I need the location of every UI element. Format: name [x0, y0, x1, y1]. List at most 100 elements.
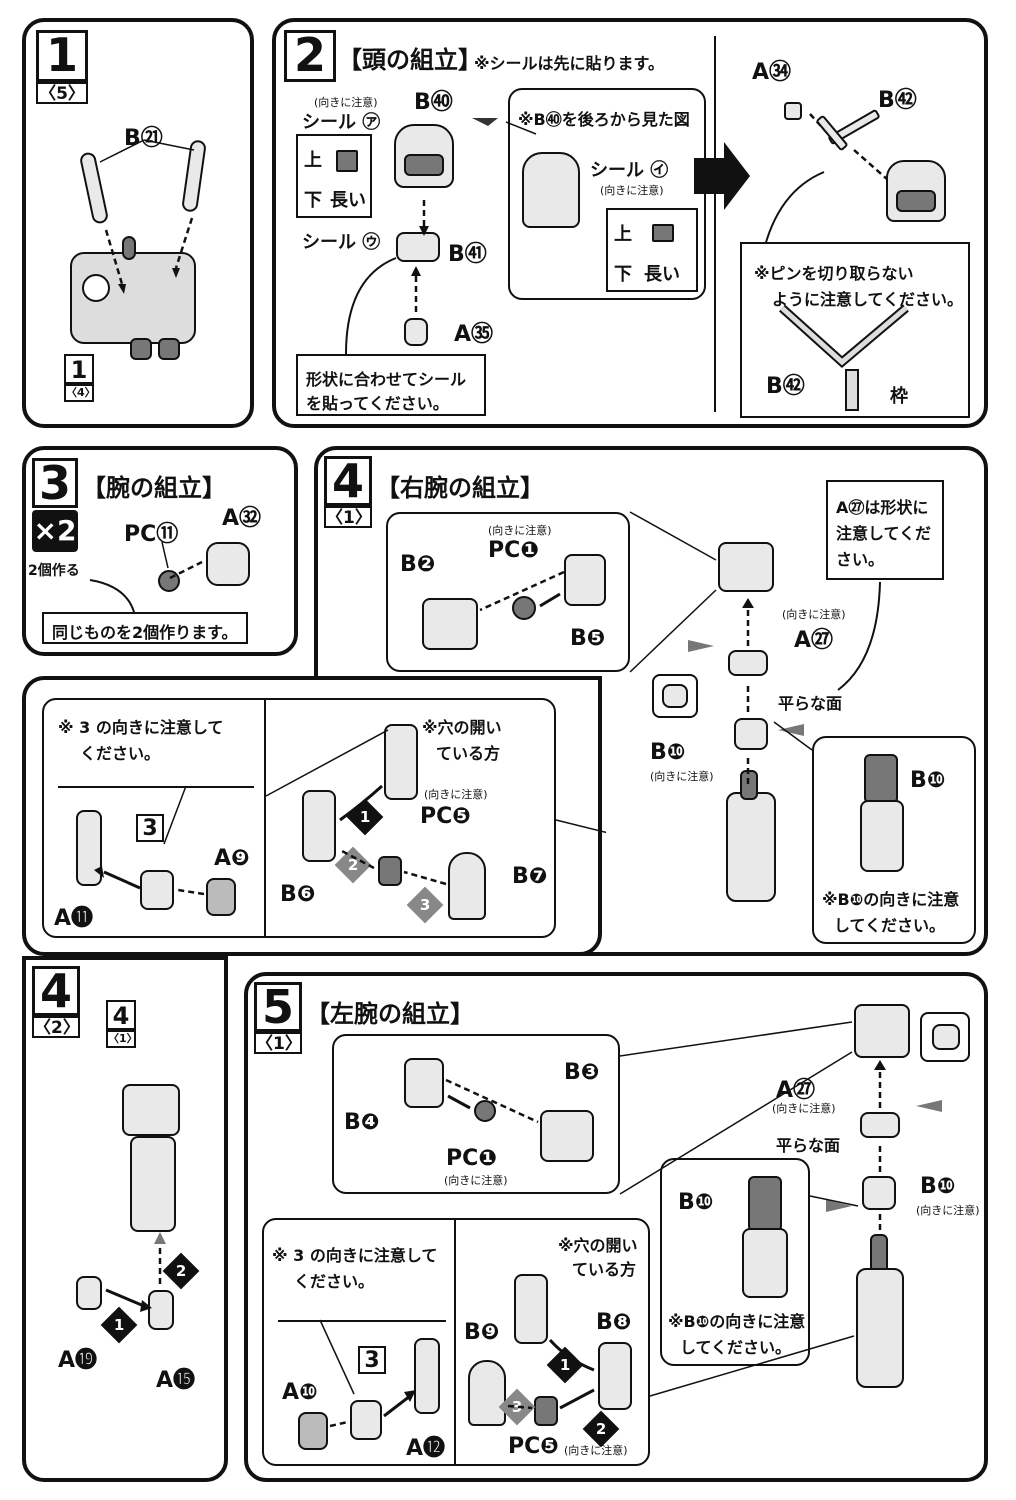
hole-note-line2: ている方	[436, 744, 501, 763]
step-number: 4	[324, 456, 372, 506]
inset-hline	[278, 1320, 446, 1322]
a27-note-line2: 注意してくだ	[836, 524, 932, 543]
seal-i-direction: (向きに注意)	[600, 184, 664, 197]
right-arm-shoulder	[122, 1084, 180, 1136]
pin-note-line2: ように注意してください。	[772, 290, 964, 309]
torso-detail	[122, 236, 136, 260]
part-label-b41: B㊶	[448, 242, 487, 267]
elbow-3	[350, 1400, 382, 1440]
torso-port	[82, 274, 110, 302]
ref-step-3: 3	[136, 814, 164, 842]
arm-assembly	[856, 1268, 904, 1388]
hand-a19	[76, 1276, 102, 1310]
part-label-b6: B❻	[280, 882, 316, 907]
shoulder-frame-b5	[564, 554, 606, 606]
antenna-sprue-diagram	[778, 304, 909, 411]
dir3-note-line2: ください。	[294, 1272, 375, 1291]
step-number: 1	[36, 30, 88, 82]
quantity-badge: ×2	[32, 510, 78, 552]
part-label-a19: A⓳	[58, 1348, 98, 1373]
arm-assembly	[726, 792, 776, 902]
part-label-a32: A㉜	[222, 506, 262, 531]
shoulder-arrows	[445, 1078, 539, 1124]
shoulder-block	[854, 1004, 910, 1058]
hole-note-line1: ※穴の開い	[422, 718, 502, 737]
shoulder-arrows	[479, 570, 565, 612]
upper-arm-b10	[862, 1176, 896, 1210]
forearm-b8	[598, 1342, 632, 1410]
orientation-bottom: 下	[304, 190, 322, 211]
step4-2-arrows	[105, 1232, 166, 1312]
step4-1-arrows	[629, 511, 881, 784]
shape-note-line2: を貼ってください。	[306, 394, 449, 413]
step4-2-panel: 4 〈2〉 4 〈1〉 1 2 A⓳ A⓯	[22, 956, 228, 1482]
head-face	[404, 154, 444, 176]
step-title: 【頭の組立】	[338, 46, 482, 74]
a27-direction: (向きに注意)	[772, 1102, 836, 1115]
step-number: 2	[284, 30, 336, 82]
shoulder-inset: B❸ B❹ PC❶ (向きに注意)	[332, 1034, 620, 1194]
polycap-pc5	[534, 1396, 558, 1426]
step-number: 5	[254, 982, 302, 1032]
b10-inset: B❿ ※B❿の向きに注意 してください。	[660, 1158, 810, 1366]
part-label-a12: A⓬	[406, 1436, 446, 1461]
part-label-b42: B㊷	[766, 374, 805, 399]
step-substep: 〈1〉	[254, 1032, 302, 1054]
part-label-pc1: PC❶	[488, 538, 539, 563]
arm-joint-a32	[206, 542, 250, 586]
head-face	[896, 190, 936, 212]
elbow-a12	[414, 1338, 440, 1414]
part-label-pc1: PC❶	[446, 1146, 497, 1171]
a27-shape-inset	[652, 674, 698, 718]
a27-note-box: A㉗は形状に 注意してくだ さい。	[826, 480, 944, 580]
part-label-b40: B㊵	[414, 90, 453, 115]
shoulder-block-b3	[540, 1110, 594, 1162]
a27-direction: (向きに注意)	[782, 608, 846, 621]
b10-forearm	[742, 1228, 788, 1298]
elbow-cover-a10	[298, 1412, 328, 1450]
dir3-note-line1: ※ 3 の向きに注意して	[272, 1246, 438, 1265]
part-label-a27: A㉗	[776, 1078, 816, 1103]
part-label-b10: B❿	[678, 1190, 714, 1215]
head-back-view	[522, 152, 580, 228]
forearm-b6	[302, 790, 336, 862]
seal-i-orientation-box: 上 下 長い	[606, 208, 698, 292]
seal-a-direction: (向きに注意)	[314, 96, 378, 109]
shoulder-block	[718, 542, 774, 592]
elbow-3	[140, 870, 174, 910]
part-label-a35: A㉟	[454, 322, 494, 347]
forearm-cover-b7	[448, 852, 486, 920]
inset-hline	[58, 786, 254, 788]
joint-part-a35	[404, 318, 428, 346]
part-label-b9: B❾	[464, 1320, 500, 1345]
seal-a-label: シール ㋐	[302, 112, 381, 133]
flat-surface-label: 平らな面	[778, 694, 843, 713]
step-substep: 〈1〉	[324, 506, 372, 528]
forearm-inset: ※ 3 の向きに注意して ください。 ※穴の開い ている方 3 A❾ A⓫ (向…	[42, 698, 556, 938]
step3-arrows	[89, 541, 203, 613]
a27-shape	[932, 1024, 960, 1050]
forearm-arrows	[319, 1319, 595, 1428]
dir3-note-line1: ※ 3 の向きに注意して	[58, 718, 224, 737]
b10-direction: (向きに注意)	[916, 1204, 980, 1217]
part-label-b10: B❿	[650, 740, 686, 765]
step-divider	[714, 36, 716, 412]
elbow-cover-a9	[206, 878, 236, 916]
ref-step-substep: 〈4〉	[64, 384, 96, 402]
step1-arrows	[99, 139, 195, 294]
back-view-inset: ※B㊵を後ろから見た図 シール ㋑ (向きに注意) 上 下 長い	[508, 88, 706, 300]
inset-divider	[264, 700, 266, 936]
part-label-b7: B❼	[512, 864, 548, 889]
seal-i-label: シール ㋑	[590, 160, 669, 181]
orientation-bottom: 下	[614, 264, 632, 285]
part-label-a34: A㉞	[752, 60, 792, 85]
a27-shape-inset	[920, 1012, 970, 1062]
b10-note-line1: ※B❿の向きに注意	[822, 890, 960, 909]
forearm-arrows	[94, 729, 447, 896]
torso-leg	[130, 338, 152, 360]
b10-direction: (向きに注意)	[650, 770, 714, 783]
part-label-b2: B❷	[400, 552, 436, 577]
step-title: 【右腕の組立】	[376, 474, 544, 502]
elbow-joint	[514, 1274, 548, 1344]
pc5-direction: (向きに注意)	[424, 788, 488, 801]
